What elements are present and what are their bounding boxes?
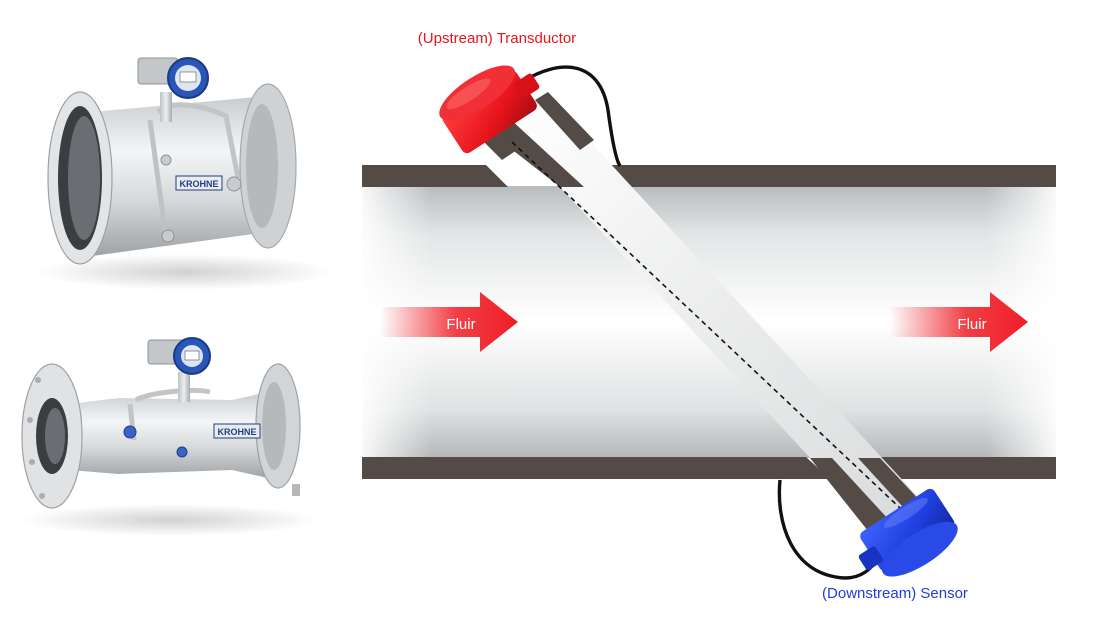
flow-meter-top: KROHNE [35,57,335,290]
signal-path [511,141,901,509]
downstream-label: (Downstream) Sensor [822,585,968,602]
upstream-label: (Upstream) Transductor [418,30,576,47]
bottom-brand-label: KROHNE [217,427,256,437]
pipe-wall-bottom [362,457,830,479]
flow-in-label: Fluir [446,316,475,333]
flow-arrow-out: Fluir [890,292,1028,352]
flow-out-label: Fluir [957,316,986,333]
flow-arrow-in: Fluir [380,292,518,352]
pipe-wall-top [362,165,508,187]
flow-meter-bottom: KROHNE [20,337,320,536]
top-brand-label: KROHNE [179,179,218,189]
upstream-transducer [439,65,540,154]
upstream-cable [521,65,622,167]
downstream-sensor [858,488,958,577]
